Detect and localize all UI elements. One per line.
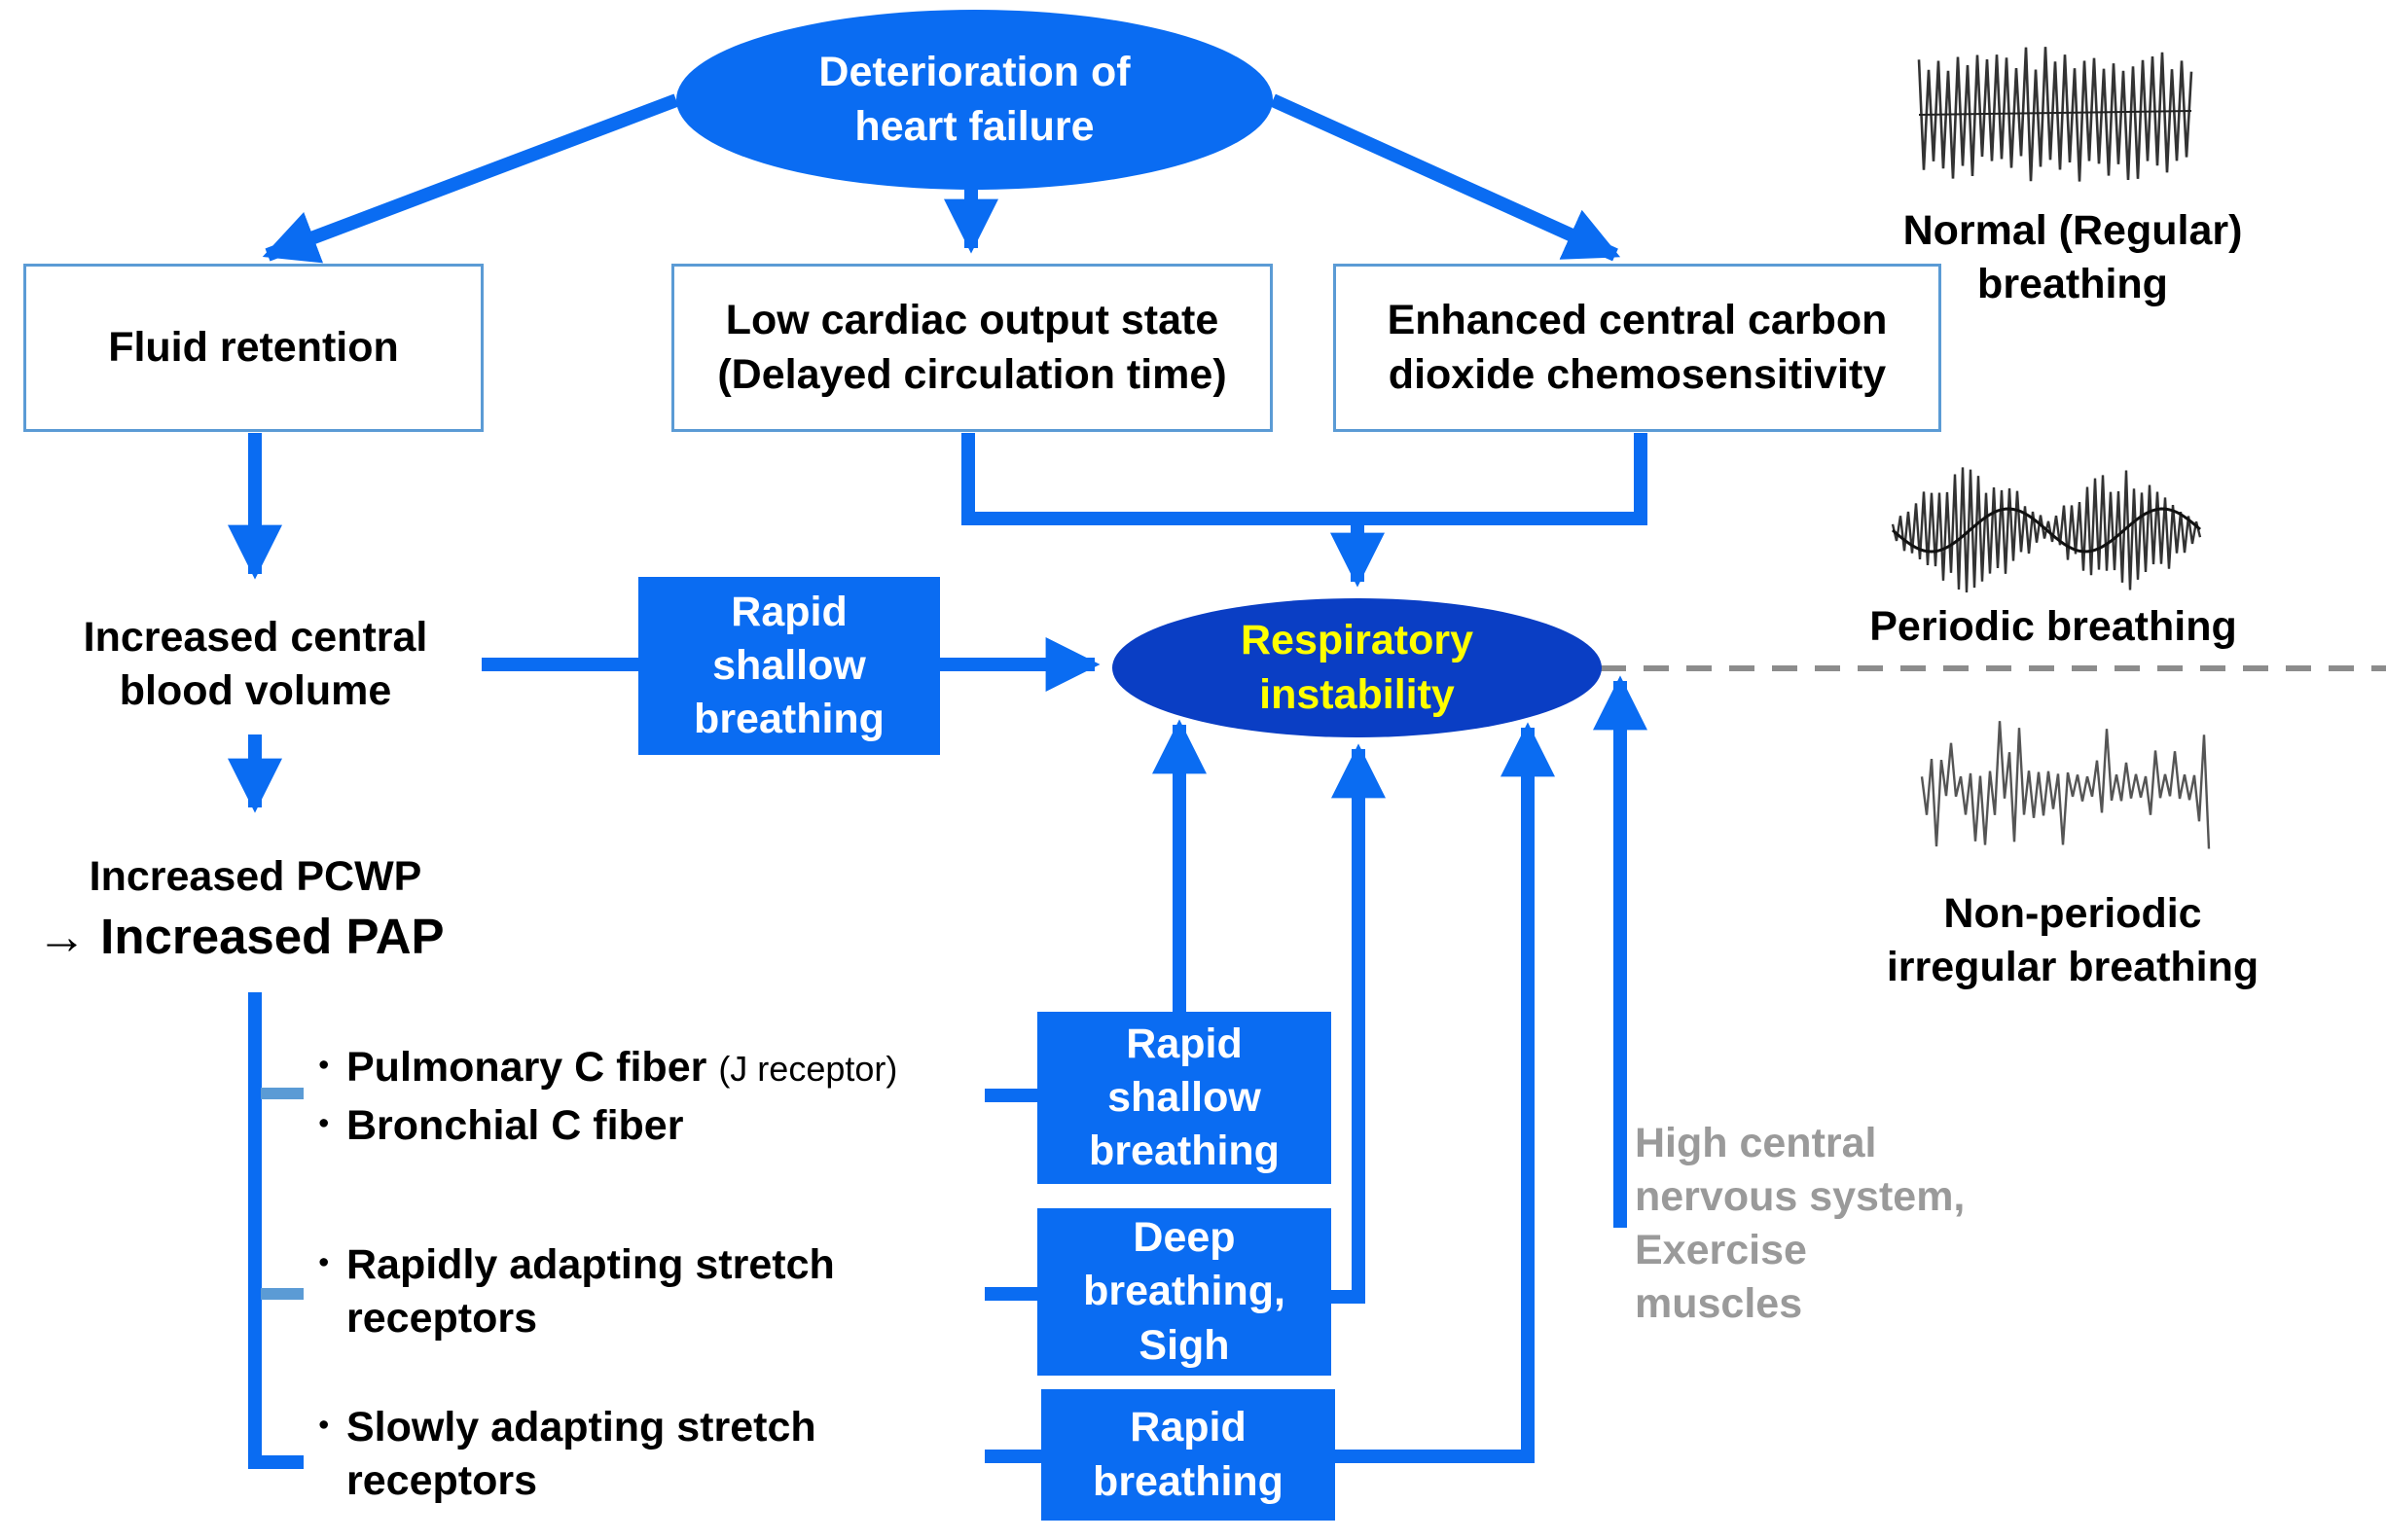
- high-cns-line-1: High central: [1635, 1120, 1877, 1166]
- high-cns-line-2: nervous system,: [1635, 1173, 1966, 1221]
- deterioration-line-1: Deterioration of: [818, 49, 1131, 96]
- respiratory-instability-ellipse: Respiratory instability: [1112, 598, 1602, 737]
- normal-line-1: Normal (Regular): [1902, 207, 2243, 254]
- pap-bracket: [248, 992, 304, 1469]
- rapid-shallow-bottom-line-2: shallow: [1107, 1073, 1261, 1121]
- nonperiodic-line-2: irregular breathing: [1886, 944, 2259, 991]
- instability-line-1: Respiratory: [1241, 617, 1473, 664]
- deep-breathing-box: Deep breathing, Sigh: [1037, 1208, 1331, 1376]
- low-cardiac-box: Low cardiac output state (Delayed circul…: [671, 264, 1273, 432]
- pap-label: Increased PAP: [100, 909, 445, 964]
- bullet-icon: ･: [313, 1241, 335, 1288]
- pap-text: → Increased PAP: [37, 905, 445, 968]
- periodic-breathing-label: Periodic breathing: [1844, 600, 2262, 654]
- low-cardiac-line-2: (Delayed circulation time): [717, 350, 1227, 398]
- pcwp-label: Increased PCWP: [89, 853, 422, 900]
- nonperiodic-breathing-label: Non-periodic irregular breathing: [1854, 887, 2292, 994]
- slowly-adapting-item: ･ Slowly adapting stretch receptors: [313, 1401, 816, 1508]
- rapid-shallow-top-box: Rapid shallow breathing: [638, 577, 940, 755]
- blood-volume-line-1: Increased central: [83, 614, 428, 661]
- rapid-breathing-line-1: Rapid: [1130, 1404, 1247, 1451]
- normal-breathing-trace: [1917, 47, 2193, 182]
- rapid-shallow-bottom-line-1: Rapid: [1126, 1020, 1243, 1067]
- normal-breathing-label: Normal (Regular) breathing: [1873, 204, 2272, 311]
- high-cns-line-3: Exercise: [1635, 1227, 1807, 1274]
- bullet-icon: ･: [313, 1404, 335, 1450]
- deterioration-ellipse: Deterioration of heart failure: [676, 10, 1273, 190]
- rapid-shallow-bottom-box: Rapid shallow breathing: [1037, 1012, 1331, 1184]
- high-cns-line-4: muscles: [1635, 1280, 1803, 1328]
- periodic-breathing-trace: [1891, 467, 2202, 593]
- deep-breathing-line-3: Sigh: [1139, 1321, 1230, 1369]
- pulmonary-label: Pulmonary C fiber: [346, 1044, 707, 1091]
- enhanced-co2-box: Enhanced central carbon dioxide chemosen…: [1333, 264, 1941, 432]
- nonperiodic-line-1: Non-periodic: [1943, 890, 2202, 937]
- normal-line-2: breathing: [1977, 261, 2168, 308]
- pap-arrow: →: [37, 909, 87, 964]
- low-cardiac-line-1: Low cardiac output state: [725, 297, 1219, 344]
- bronchial-label: Bronchial C fiber: [346, 1102, 684, 1149]
- enhanced-co2-line-1: Enhanced central carbon: [1387, 297, 1888, 344]
- rapidly-adapting-line-2: receptors: [346, 1295, 537, 1343]
- arrow-to-fluid-retention: [262, 93, 679, 264]
- nonperiodic-breathing-trace: [1920, 721, 2211, 849]
- high-cns-text: High central nervous system, Exercise mu…: [1635, 1117, 1965, 1331]
- arrow-rapid-breathing-to-instability: [1335, 722, 1555, 1463]
- slowly-adapting-line-1: Slowly adapting stretch: [346, 1404, 816, 1450]
- rapid-shallow-bottom-line-3: breathing: [1089, 1128, 1280, 1175]
- instability-line-2: instability: [1259, 670, 1455, 718]
- blood-volume-line-2: blood volume: [119, 667, 392, 715]
- fluid-retention-label: Fluid retention: [108, 323, 399, 371]
- rapid-shallow-top-line-3: breathing: [694, 696, 885, 743]
- periodic-line-1: Periodic breathing: [1869, 603, 2237, 650]
- connector-low-cardiac-join: [961, 433, 1647, 525]
- bullet-icon: ･: [313, 1044, 335, 1091]
- rapidly-adapting-item: ･ Rapidly adapting stretch receptors: [313, 1238, 835, 1345]
- fluid-retention-box: Fluid retention: [23, 264, 484, 432]
- arrow-to-enhanced-co2: [1270, 93, 1621, 262]
- deep-breathing-line-1: Deep: [1133, 1214, 1236, 1262]
- enhanced-co2-line-2: dioxide chemosensitivity: [1388, 350, 1887, 398]
- rapid-shallow-top-line-2: shallow: [712, 641, 866, 689]
- deep-breathing-line-2: breathing,: [1083, 1268, 1285, 1315]
- deterioration-line-2: heart failure: [854, 102, 1095, 150]
- bullet-icon: ･: [313, 1102, 335, 1149]
- pcwp-text: Increased PCWP: [68, 850, 443, 904]
- bronchial-c-fiber-item: ･ Bronchial C fiber: [313, 1099, 684, 1153]
- j-receptor-label: (J receptor): [718, 1049, 898, 1089]
- blood-volume-text: Increased central blood volume: [29, 611, 482, 718]
- rapid-shallow-top-line-1: Rapid: [731, 588, 848, 635]
- slowly-adapting-line-2: receptors: [346, 1457, 537, 1505]
- rapid-breathing-line-2: breathing: [1093, 1457, 1283, 1505]
- pulmonary-c-fiber-item: ･ Pulmonary C fiber (J receptor): [313, 1041, 898, 1094]
- rapidly-adapting-line-1: Rapidly adapting stretch: [346, 1241, 835, 1288]
- rapid-breathing-box: Rapid breathing: [1041, 1389, 1335, 1521]
